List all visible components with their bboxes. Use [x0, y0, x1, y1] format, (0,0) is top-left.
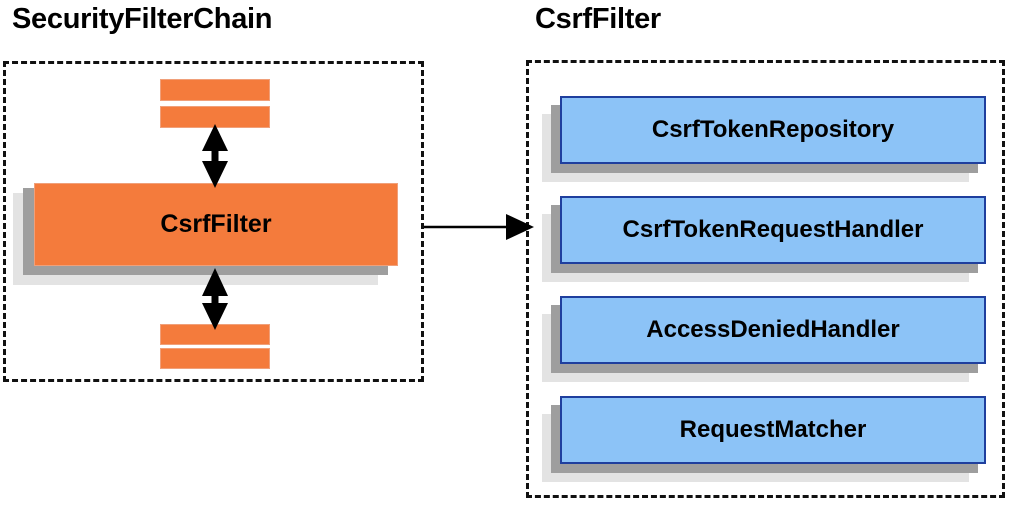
collaborator-box-csrftokenrequesthandler[interactable]: CsrfTokenRequestHandler — [560, 196, 986, 264]
chain-to-detail-arrow-icon — [424, 214, 534, 240]
panel-title-csrf-filter: CsrfFilter — [535, 3, 661, 35]
collaborator-box-csrftokenrepository[interactable]: CsrfTokenRepository — [560, 96, 986, 164]
collaborator-label: CsrfTokenRepository — [651, 116, 895, 143]
collaborator-label: AccessDeniedHandler — [646, 316, 900, 343]
filter-bar-top-2 — [160, 106, 270, 128]
collaborator-label: RequestMatcher — [679, 416, 867, 443]
collaborator-box-requestmatcher[interactable]: RequestMatcher — [560, 396, 986, 464]
collaborator-box-accessdeniedhandler[interactable]: AccessDeniedHandler — [560, 296, 986, 364]
panel-title-security-filter-chain: SecurityFilterChain — [12, 3, 273, 35]
csrffilter-box[interactable]: CsrfFilter — [34, 183, 398, 266]
panel-csrf-filter — [526, 60, 1005, 498]
filter-bar-bottom-1 — [160, 324, 270, 345]
filter-bar-bottom-2 — [160, 348, 270, 369]
panel-security-filter-chain — [3, 61, 424, 382]
csrffilter-box-label: CsrfFilter — [160, 210, 272, 238]
filter-bar-top-1 — [160, 79, 270, 101]
collaborator-label: CsrfTokenRequestHandler — [622, 216, 924, 243]
